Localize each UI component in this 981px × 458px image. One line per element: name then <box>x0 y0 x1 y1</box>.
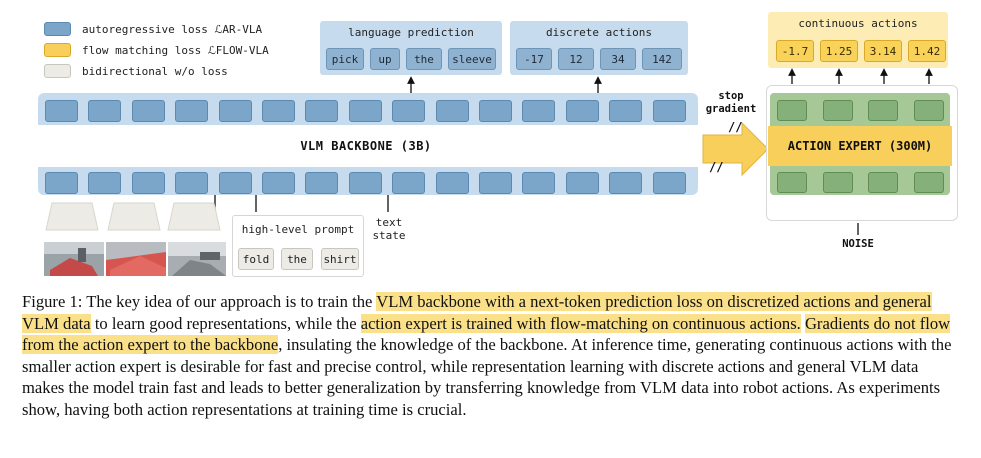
expert-token <box>777 172 807 193</box>
backbone-token <box>305 100 339 122</box>
expert-token <box>822 100 853 121</box>
continuous-actions-title: continuous actions <box>798 17 918 30</box>
language-token: the <box>406 48 442 70</box>
text-state-label: text state <box>372 216 406 242</box>
backbone-token <box>45 100 78 122</box>
prompt-title: high-level prompt <box>241 223 355 236</box>
noise-label: NOISE <box>842 238 874 250</box>
backbone-token <box>175 172 209 194</box>
svg-text://: // <box>709 160 723 174</box>
backbone-token <box>88 172 122 194</box>
legend-autoregressive: autoregressive loss ℒAR-VLA <box>44 22 262 36</box>
prompt-token: the <box>281 248 313 270</box>
discrete-token: 34 <box>600 48 636 70</box>
backbone-token <box>348 172 382 194</box>
legend-flow-matching: flow matching loss ℒFLOW-VLA <box>44 43 269 57</box>
backbone-token <box>392 172 426 194</box>
continuous-token: 1.42 <box>908 40 946 62</box>
caption-text: to learn good representations, while the <box>90 313 361 333</box>
backbone-token <box>522 172 556 194</box>
backbone-token <box>479 172 512 194</box>
continuous-actions-box: continuous actions -1.7 1.25 3.14 1.42 <box>768 12 948 68</box>
language-token: sleeve <box>448 48 496 70</box>
backbone-token <box>262 100 295 122</box>
legend-swatch-blue <box>44 22 71 36</box>
backbone-token <box>522 100 556 122</box>
image-token-3 <box>167 202 221 231</box>
backbone-token <box>348 100 382 122</box>
backbone-token <box>218 172 252 194</box>
prompt-token: fold <box>238 248 274 270</box>
caption-text: , insulating the knowledge of the backbo… <box>22 335 952 419</box>
language-prediction-title: language prediction <box>348 26 474 39</box>
language-token: up <box>370 48 400 70</box>
language-prediction-box: language prediction pick up the sleeve <box>320 21 502 75</box>
image-inputs <box>44 202 226 276</box>
expert-token <box>913 100 944 121</box>
action-expert-label: ACTION EXPERT (300M) <box>768 126 952 166</box>
backbone-token <box>218 100 252 122</box>
stop-gradient-label: stop gradient <box>705 90 757 115</box>
figure-caption: Figure 1: The key idea of our approach i… <box>22 291 962 421</box>
discrete-token: 12 <box>558 48 594 70</box>
backbone-token <box>609 172 643 194</box>
caption-text: The key idea of our approach is to train… <box>82 292 377 311</box>
discrete-token: -17 <box>516 48 552 70</box>
legend-swatch-yellow <box>44 43 71 57</box>
continuous-token: 3.14 <box>864 40 902 62</box>
backbone-token <box>175 100 209 122</box>
backbone-token <box>565 100 599 122</box>
discrete-actions-box: discrete actions -17 12 34 142 <box>510 21 688 75</box>
prompt-token: shirt <box>321 248 359 270</box>
stop-gradient-arrow <box>702 121 769 177</box>
backbone-token <box>131 172 165 194</box>
backbone-token <box>609 100 643 122</box>
svg-text://: // <box>728 120 742 134</box>
backbone-token <box>88 100 122 122</box>
backbone-token <box>565 172 599 194</box>
backbone-token <box>435 100 469 122</box>
expert-token <box>868 172 898 193</box>
legend-label-autoregressive: autoregressive loss ℒAR-VLA <box>82 22 263 36</box>
language-token: pick <box>326 48 364 70</box>
camera-image-1 <box>44 242 104 276</box>
continuous-token: -1.7 <box>776 40 814 62</box>
legend-label-bidirectional: bidirectional w/o loss <box>82 64 228 78</box>
expert-token <box>777 100 807 121</box>
caption-body: The key idea of our approach is to train… <box>22 292 951 419</box>
legend-label-flow: flow matching loss ℒFLOW-VLA <box>82 43 269 57</box>
backbone-token <box>262 172 295 194</box>
expert-token <box>913 172 944 193</box>
backbone-token <box>652 100 686 122</box>
camera-image-3 <box>168 242 226 276</box>
expert-token <box>868 100 898 121</box>
camera-image-2 <box>106 242 166 276</box>
backbone-token <box>392 100 426 122</box>
caption-prefix: Figure 1: <box>22 292 83 311</box>
legend-swatch-gray <box>44 64 71 78</box>
backbone-token <box>131 100 165 122</box>
backbone-token <box>479 100 512 122</box>
discrete-token: 142 <box>642 48 682 70</box>
backbone-token <box>305 172 339 194</box>
backbone-label: VLM BACKBONE (3B) <box>32 125 700 167</box>
caption-highlight: action expert is trained with flow-match… <box>360 313 801 333</box>
backbone-token <box>45 172 78 194</box>
expert-token <box>822 172 853 193</box>
image-token-2 <box>107 202 161 231</box>
backbone-token <box>652 172 686 194</box>
legend-bidirectional: bidirectional w/o loss <box>44 64 228 78</box>
discrete-actions-title: discrete actions <box>546 26 652 39</box>
prompt-box: high-level prompt fold the shirt <box>232 215 364 277</box>
image-token-1 <box>45 202 99 231</box>
backbone-token <box>435 172 469 194</box>
continuous-token: 1.25 <box>820 40 858 62</box>
